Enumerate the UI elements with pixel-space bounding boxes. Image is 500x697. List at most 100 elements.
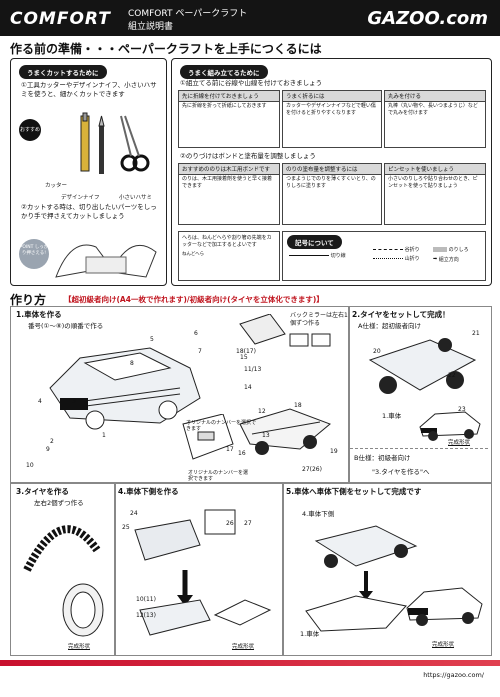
brand-logo: COMFORT: [10, 9, 111, 29]
legend-box: 記号について 切り線 谷折り 山折り のりしろ ➡ 組立方向: [282, 231, 486, 281]
step2-body-label: 1.車体: [382, 412, 402, 420]
cut-tag: うまくカットするために: [19, 65, 107, 79]
header-bar: COMFORT COMFORT ペーパークラフト 組立説明書 GAZOO.com: [0, 0, 500, 36]
gazoo-logo: GAZOO.com: [367, 8, 488, 29]
tool-knife-label: デザインナイフ: [61, 195, 100, 201]
tip-roll: 丸みを付ける 丸棒（丸い物や、長いつまようじ）などで丸みを付けます: [384, 90, 486, 148]
part-number-13: 14: [244, 384, 252, 391]
part-number-29: 18(17): [236, 348, 256, 355]
part-number-1: 1: [102, 432, 106, 439]
part-number-9: 9: [46, 446, 50, 453]
underbody-illustration: [134, 509, 272, 636]
parts-illustration: [239, 314, 331, 455]
part-number-30: 11/13: [244, 366, 262, 373]
doc-title: COMFORT ペーパークラフト: [128, 9, 248, 19]
legend-valley: 谷折り: [373, 246, 420, 255]
footer-band: [0, 660, 500, 666]
step5-title: 5.車体へ車体下側をセットして完成です: [286, 487, 422, 496]
part-number-22: 23: [458, 406, 466, 413]
point-badge: POINT しっかり押さえる!: [19, 239, 49, 269]
step2-b-bar: [350, 448, 488, 449]
step2-finished-label: 完成形状: [448, 440, 471, 446]
tool-cutter-label: カッター: [45, 183, 68, 189]
prep-heading: 作る前の準備・・・ペーパークラフトを上手につくるには: [10, 42, 322, 56]
part-number-17: 18: [294, 402, 302, 409]
step5-finished-car: [406, 587, 483, 626]
legend-direction: ➡ 組立方向: [433, 256, 459, 263]
plate-illustration: [182, 414, 234, 460]
cut-text-1: ①工具カッターやデザインナイフ、小さいハサミを使うと、細かくカットできます: [21, 81, 157, 98]
assemble-tips-box: うまく組み立てるために ①組立てる前に谷線や山線を付けておきましょう 先に折線を…: [171, 58, 492, 286]
legend-cut: 切り線: [289, 252, 346, 261]
part-number-5: 5: [150, 336, 154, 343]
part-number-20: 21: [472, 330, 480, 337]
footer-url[interactable]: https://gazoo.com/: [423, 671, 484, 679]
part-number-4: 4: [38, 398, 42, 405]
part-number-11: 12: [258, 408, 266, 415]
step2-b-title: B仕様：初級者向け: [354, 454, 411, 462]
mirror-note: バックミラーは左右1個ずつ作る: [290, 312, 348, 327]
step3-finished-label: 完成形状: [68, 644, 91, 650]
legend-tag: 記号について: [287, 235, 342, 249]
hands-illustration: [55, 244, 157, 278]
part-number-3: 3: [72, 398, 76, 405]
assembly-illustration: [305, 525, 418, 632]
example-badge: おすすめ: [19, 119, 41, 141]
tip-tweezers: ピンセットを使いましょう 小さいのりしろや貼り合わせのとき、ピンセットを使って貼…: [384, 163, 486, 225]
part-number-16: 17: [226, 446, 234, 453]
step2-panel: [348, 306, 492, 484]
step3-title: 3.タイヤを作る: [16, 487, 69, 496]
step2-b-note: "3.タイヤを作る"へ: [372, 468, 430, 476]
part-number-19: 20: [373, 348, 381, 355]
part-number-25: 26: [226, 520, 234, 527]
plate-note-2: オリジナルのナンバーを選択できます: [188, 470, 249, 482]
step5-underbody-label: 4.車体下側: [302, 510, 335, 518]
part-number-6: 6: [194, 330, 198, 337]
part-number-28: 12(13): [136, 612, 156, 619]
plate-note-1: オリジナルのナンバーを選択できます: [186, 420, 257, 432]
step1-panel: [10, 306, 350, 484]
step4-finished-label: 完成形状: [232, 644, 255, 650]
step2-title: 2.タイヤをセットして完成！: [352, 310, 450, 319]
part-number-2: 2: [50, 438, 54, 445]
assemble-tag: うまく組み立てるために: [180, 65, 268, 79]
legend-mountain: 山折り: [373, 255, 420, 264]
build-heading: 作り方: [10, 293, 47, 307]
cut-tips-box: うまくカットするために ①工具カッターやデザインナイフ、小さいハサミを使うと、細…: [10, 58, 167, 286]
car-body-illustration: [49, 347, 201, 430]
part-number-15: 16: [238, 450, 246, 457]
tip-glue: おすすめののりは木工用ボンドです のりは、木工用接着剤を使うと早く接着できます: [178, 163, 280, 225]
step5-body-label: 1.車体: [300, 630, 320, 638]
build-subtitle: 【超初級者向け(A4一枚で作れます)/初級者向け(タイヤを立体化できます)】: [64, 295, 324, 304]
tool-scissors-label: 小さいハサミ: [119, 195, 153, 201]
tire-illustration: [62, 583, 104, 637]
step1-subtitle: 番号(①〜⑧)の順番で作る: [28, 322, 104, 330]
step3-panel: [10, 482, 116, 656]
tip-fold-first: 先に折線を付けておきましょう 先に折線を折って折紙にしておきます: [178, 90, 280, 148]
step2-tire-illustration: [368, 338, 477, 394]
tools-illustration: [80, 112, 150, 174]
step1-title: 1.車体を作る: [16, 310, 62, 319]
part-number-27: 10(11): [136, 596, 156, 603]
part-number-24: 25: [122, 524, 130, 531]
spatula-note: へらは、ねんどへらや割り箸の先端をカッターなどで加工するとよいです ねんどへら: [178, 231, 280, 281]
cut-text-2: ②カットする時は、切り出したいパーツをしっかり手で押さえてカットしましょう: [21, 203, 157, 220]
assemble-text-2: ②のりづけはボンドと塗布量を調整しましょう: [180, 152, 316, 160]
step2-finished-car: [419, 411, 481, 441]
part-number-21: 22: [448, 372, 456, 379]
part-number-31: 27(26): [302, 466, 322, 473]
part-number-18: 19: [330, 448, 338, 455]
step5-panel: [282, 482, 492, 656]
part-number-7: 7: [198, 348, 202, 355]
doc-subtitle: 組立説明書: [128, 22, 174, 32]
part-number-8: 8: [130, 360, 134, 367]
tire-strip-illustration: [23, 525, 101, 572]
tip-fold-well: うまく折るには カッターやデザインナイフなどで軽い傷を付けると折りやすくなります: [282, 90, 382, 148]
part-number-23: 24: [130, 510, 138, 517]
step4-panel: [114, 482, 284, 656]
assemble-text-1: ①組立てる前に谷線や山線を付けておきましょう: [180, 79, 323, 87]
step2-subtitle: A仕様：超初級者向け: [358, 322, 421, 330]
part-number-26: 27: [244, 520, 252, 527]
step4-title: 4.車体下側を作る: [118, 487, 179, 496]
step3-subtitle: 左右2個ずつ作る: [34, 499, 84, 507]
